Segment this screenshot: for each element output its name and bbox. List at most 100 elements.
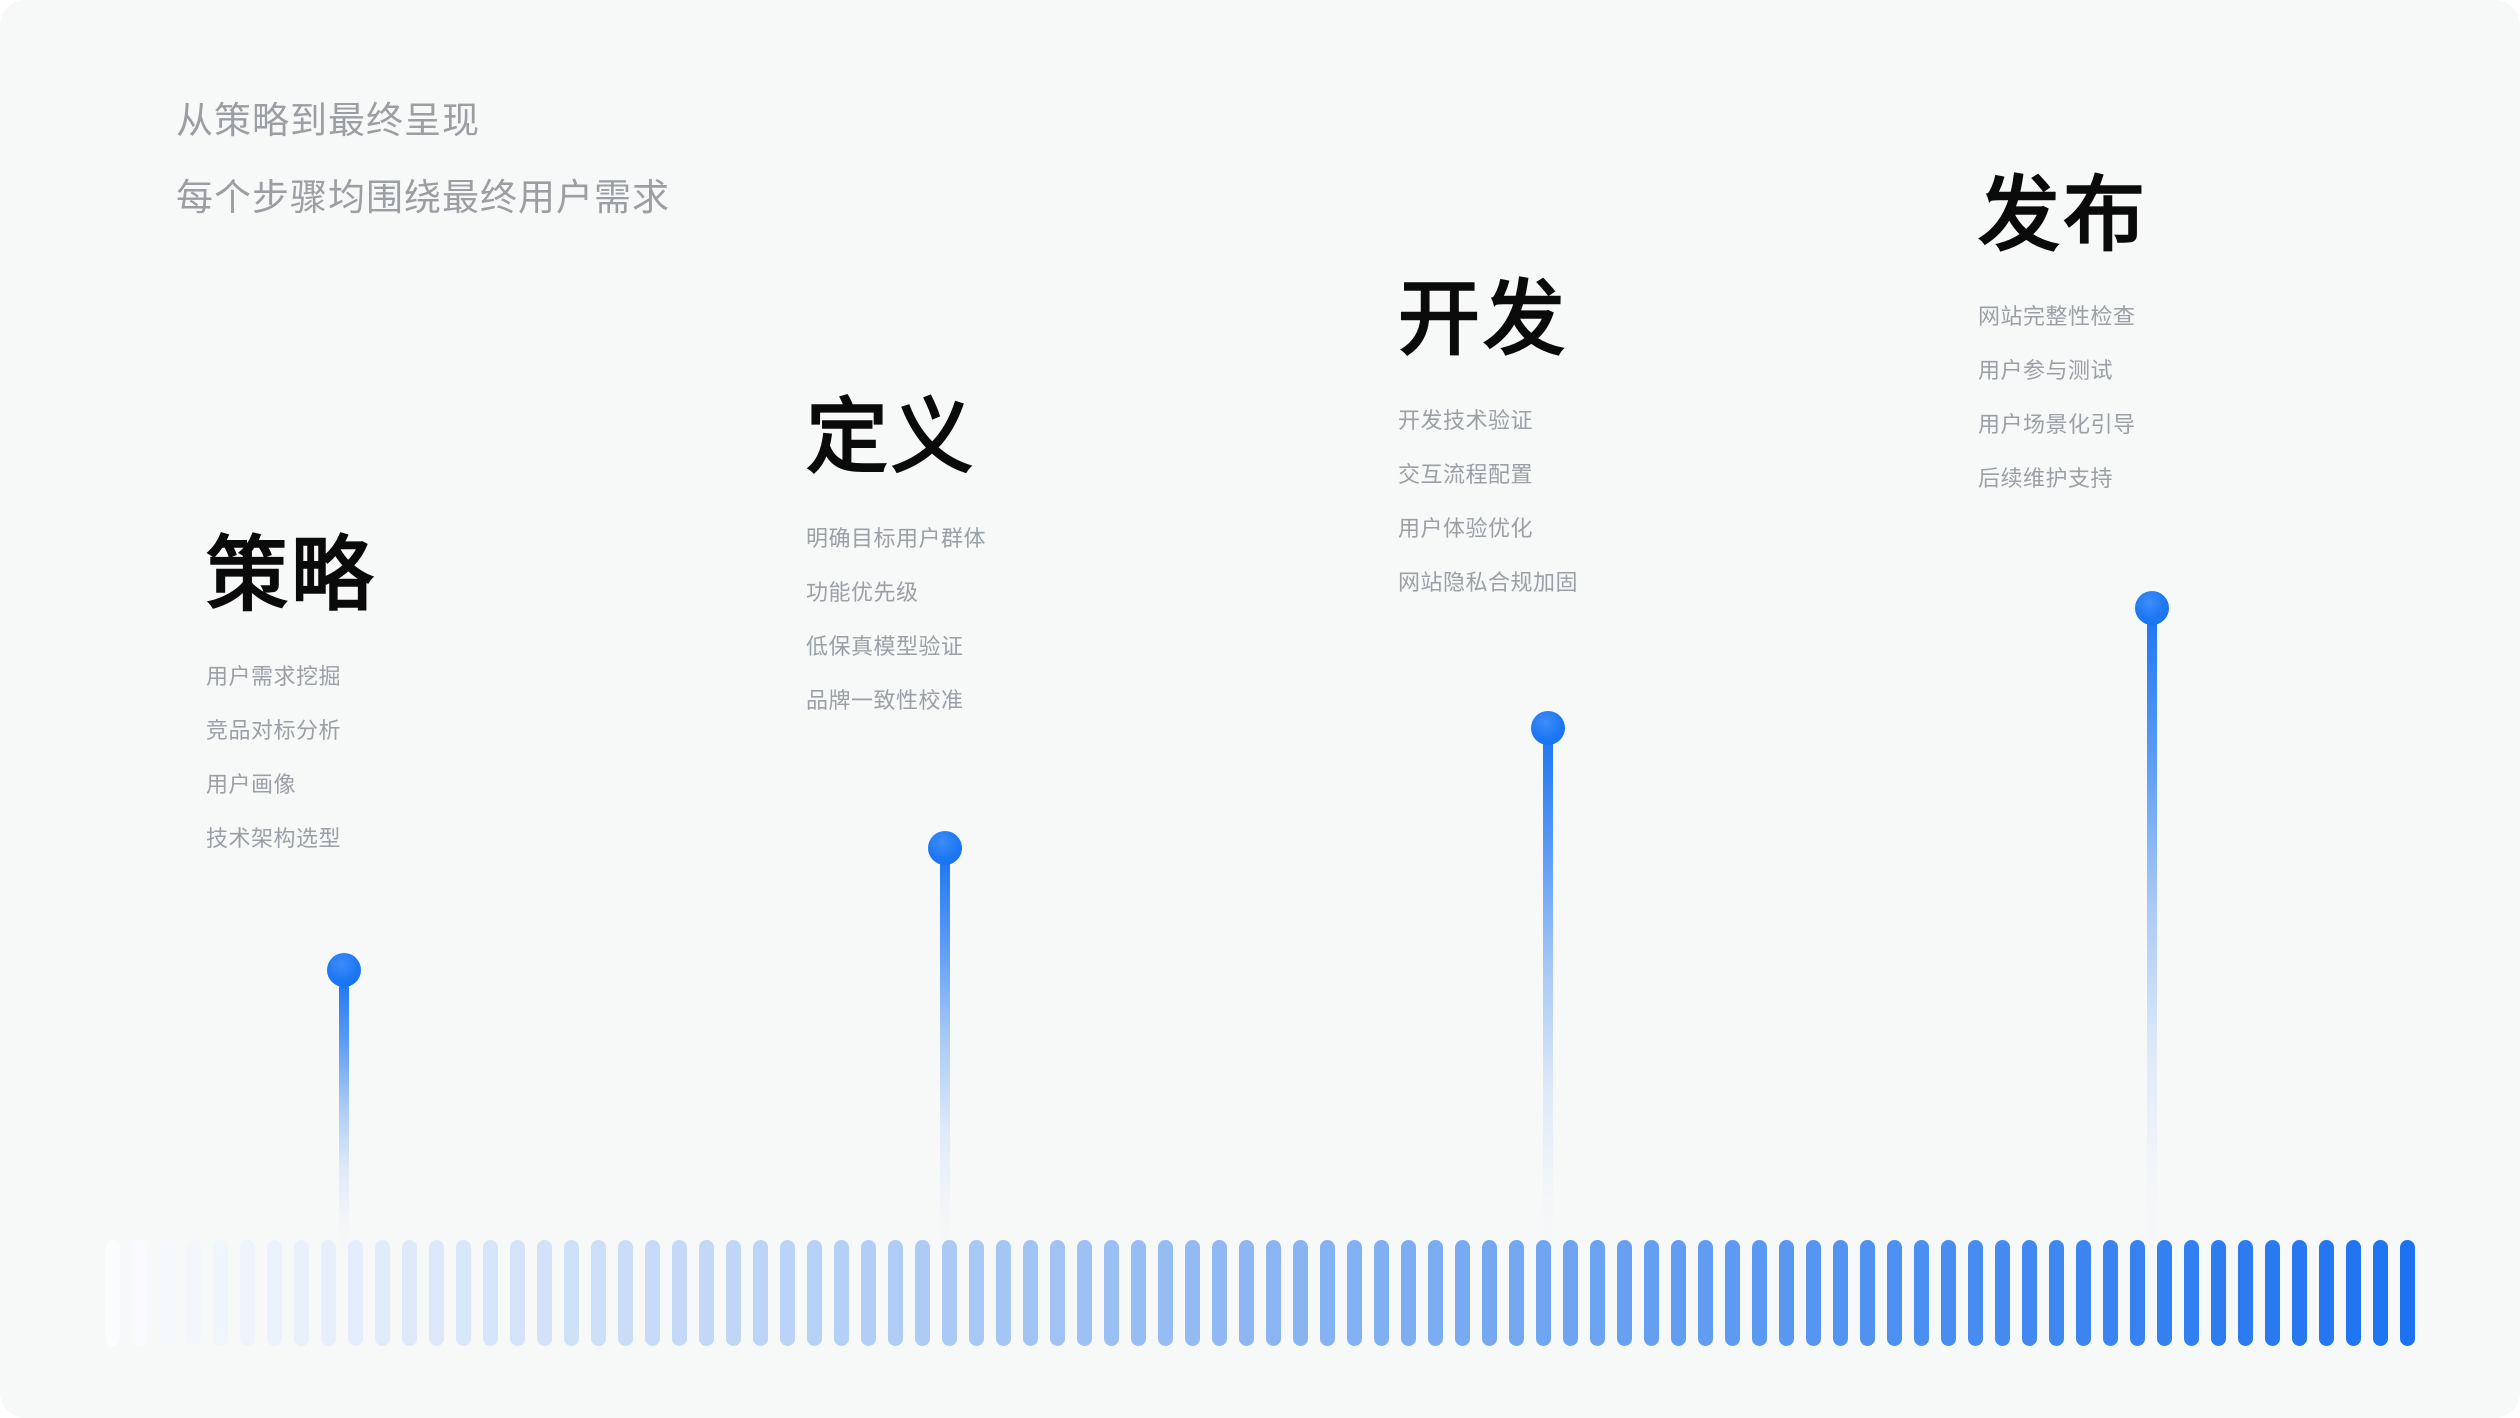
chart-bar xyxy=(1158,1240,1173,1346)
chart-bar xyxy=(1995,1240,2010,1346)
chart-bar xyxy=(1131,1240,1146,1346)
chart-bar xyxy=(429,1240,444,1346)
chart-bar xyxy=(726,1240,741,1346)
chart-bar xyxy=(2211,1240,2226,1346)
chart-bar xyxy=(2076,1240,2091,1346)
chart-bar xyxy=(942,1240,957,1346)
chart-bar xyxy=(2346,1240,2361,1346)
milestone-pin[interactable] xyxy=(928,831,962,1263)
stage-title: 发布 xyxy=(1978,170,2149,261)
stage-item: 用户画像 xyxy=(206,772,297,797)
chart-bar xyxy=(969,1240,984,1346)
pin-stem xyxy=(339,981,349,1257)
stage-item-list: 用户需求挖掘 竞品对标分析 用户画像 技术架构选型 xyxy=(206,650,666,866)
chart-bar xyxy=(213,1240,228,1346)
pin-dot-icon[interactable] xyxy=(2135,591,2169,625)
chart-bar xyxy=(132,1240,147,1346)
chart-bar xyxy=(1563,1240,1578,1346)
chart-bar xyxy=(1266,1240,1281,1346)
chart-bar xyxy=(2400,1240,2415,1346)
chart-bar xyxy=(348,1240,363,1346)
stage-title: 策略 xyxy=(206,530,377,621)
chart-bar xyxy=(1752,1240,1767,1346)
chart-bar xyxy=(321,1240,336,1346)
stage-item: 用户场景化引导 xyxy=(1978,412,2136,437)
stage-column-strategy[interactable]: 策略 用户需求挖掘 竞品对标分析 用户画像 技术架构选型 xyxy=(206,528,666,866)
stage-column-launch[interactable]: 发布 网站完整性检查 用户参与测试 用户场景化引导 后续维护支持 xyxy=(1978,168,2438,506)
stage-item-list: 网站完整性检查 用户参与测试 用户场景化引导 后续维护支持 xyxy=(1978,290,2438,506)
stage-item: 功能优先级 xyxy=(806,580,919,605)
chart-bar xyxy=(240,1240,255,1346)
stage-item-list: 开发技术验证 交互流程配置 用户体验优化 网站隐私合规加固 xyxy=(1398,394,1858,610)
stage-item: 低保真模型验证 xyxy=(806,634,964,659)
chart-bar xyxy=(483,1240,498,1346)
stage-item: 交互流程配置 xyxy=(1398,462,1534,487)
chart-bar xyxy=(2265,1240,2280,1346)
chart-bar xyxy=(1347,1240,1362,1346)
pin-stem xyxy=(2147,619,2157,1257)
chart-bar xyxy=(1536,1240,1551,1346)
stage-item: 开发技术验证 xyxy=(1398,408,1534,433)
chart-bar xyxy=(294,1240,309,1346)
chart-bar xyxy=(2022,1240,2037,1346)
gradient-bar-strip xyxy=(105,1240,2425,1346)
chart-bar xyxy=(1320,1240,1335,1346)
chart-bar xyxy=(186,1240,201,1346)
chart-bar xyxy=(1617,1240,1632,1346)
chart-bar xyxy=(1212,1240,1227,1346)
stage-item: 竞品对标分析 xyxy=(206,718,342,743)
chart-bar xyxy=(2130,1240,2145,1346)
chart-bar xyxy=(753,1240,768,1346)
chart-bar xyxy=(861,1240,876,1346)
pin-dot-icon[interactable] xyxy=(327,953,361,987)
chart-bar xyxy=(105,1240,120,1346)
stage-title: 定义 xyxy=(806,392,977,483)
chart-bar xyxy=(564,1240,579,1346)
chart-bar xyxy=(1833,1240,1848,1346)
chart-bar xyxy=(807,1240,822,1346)
header-block: 从策略到最终呈现 每个步骤均围绕最终用户需求 xyxy=(176,82,1076,236)
chart-bar xyxy=(1455,1240,1470,1346)
stage-item: 用户参与测试 xyxy=(1978,358,2114,383)
chart-bar xyxy=(1509,1240,1524,1346)
stage-item: 后续维护支持 xyxy=(1978,466,2114,491)
milestone-pin[interactable] xyxy=(1531,711,1565,1263)
header-line-1: 从策略到最终呈现 xyxy=(176,100,480,141)
chart-bar xyxy=(537,1240,552,1346)
chart-bar xyxy=(1239,1240,1254,1346)
chart-bar xyxy=(456,1240,471,1346)
chart-bar xyxy=(672,1240,687,1346)
pin-stem xyxy=(1543,739,1553,1257)
chart-bar xyxy=(1023,1240,1038,1346)
stage-column-define[interactable]: 定义 明确目标用户群体 功能优先级 低保真模型验证 品牌一致性校准 xyxy=(806,390,1266,728)
pin-dot-icon[interactable] xyxy=(928,831,962,865)
chart-bar xyxy=(2319,1240,2334,1346)
chart-bar xyxy=(618,1240,633,1346)
chart-bar xyxy=(915,1240,930,1346)
chart-bar xyxy=(2103,1240,2118,1346)
chart-bar xyxy=(267,1240,282,1346)
milestone-pin[interactable] xyxy=(2135,591,2169,1263)
stage-title: 开发 xyxy=(1398,274,1569,365)
chart-bar xyxy=(996,1240,1011,1346)
stage-column-develop[interactable]: 开发 开发技术验证 交互流程配置 用户体验优化 网站隐私合规加固 xyxy=(1398,272,1858,610)
chart-bar xyxy=(1887,1240,1902,1346)
chart-bar xyxy=(1806,1240,1821,1346)
chart-bar xyxy=(1401,1240,1416,1346)
stage-item: 明确目标用户群体 xyxy=(806,526,987,551)
stage-item: 网站完整性检查 xyxy=(1978,304,2136,329)
pin-dot-icon[interactable] xyxy=(1531,711,1565,745)
header-line-2: 每个步骤均围绕最终用户需求 xyxy=(176,177,670,218)
chart-bar xyxy=(1671,1240,1686,1346)
stage-item: 品牌一致性校准 xyxy=(806,688,964,713)
milestone-pin[interactable] xyxy=(327,953,361,1263)
chart-bar xyxy=(888,1240,903,1346)
stage-item: 用户需求挖掘 xyxy=(206,664,342,689)
chart-bar xyxy=(1077,1240,1092,1346)
stage-item: 网站隐私合规加固 xyxy=(1398,570,1579,595)
chart-bar xyxy=(1050,1240,1065,1346)
pin-stem xyxy=(940,859,950,1257)
stage-item-list: 明确目标用户群体 功能优先级 低保真模型验证 品牌一致性校准 xyxy=(806,512,1266,728)
chart-bar xyxy=(699,1240,714,1346)
chart-bar xyxy=(1374,1240,1389,1346)
